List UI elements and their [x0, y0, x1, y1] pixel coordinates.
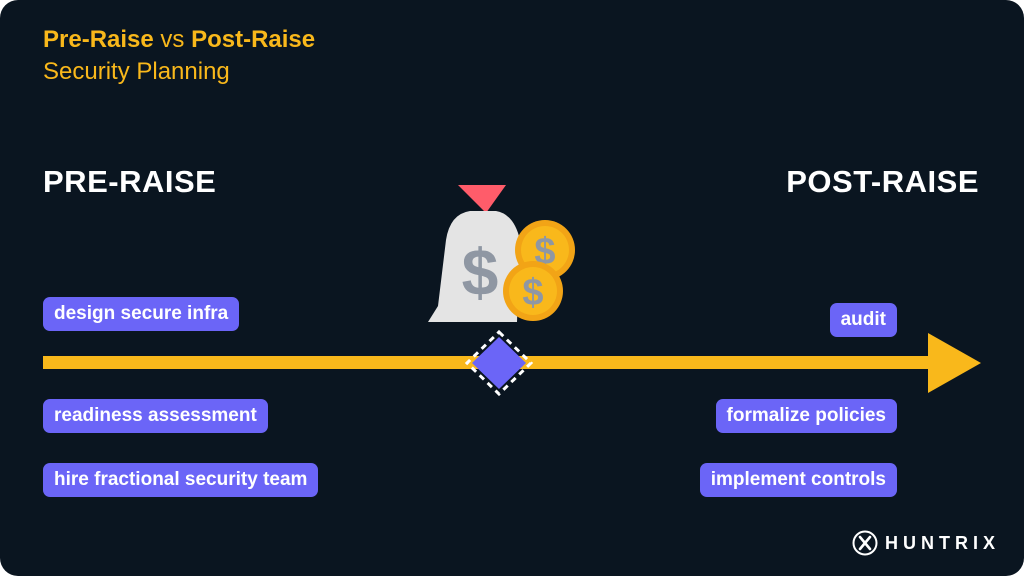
- title-line: Pre-Raise vs Post-Raise: [43, 28, 315, 52]
- money-bag-with-dollar-coins-icon: $ $ $: [428, 185, 575, 322]
- pre-raise-item: readiness assessment: [43, 399, 268, 433]
- pre-raise-item: hire fractional security team: [43, 463, 319, 497]
- title-post-raise: Post-Raise: [191, 26, 316, 53]
- huntrix-logo-icon: [852, 530, 878, 556]
- brand-logo: HUNTRIX: [852, 530, 1000, 556]
- title-pre-raise: Pre-Raise: [43, 26, 154, 53]
- page-subtitle: Security Planning: [43, 58, 230, 85]
- timeline-arrowhead: [928, 333, 981, 393]
- post-raise-item: audit: [829, 303, 897, 337]
- svg-text:$: $: [522, 272, 543, 314]
- pre-raise-heading: PRE-RAISE: [43, 164, 217, 199]
- post-raise-item: formalize policies: [715, 399, 897, 433]
- svg-text:$: $: [462, 235, 499, 309]
- diamond-milestone-icon: [464, 329, 534, 397]
- title-vs: vs: [160, 26, 185, 53]
- pre-raise-item: design secure infra: [43, 297, 240, 331]
- post-raise-heading: POST-RAISE: [786, 164, 979, 199]
- brand-name: HUNTRIX: [885, 532, 1000, 553]
- page-title: Pre-Raise vs Post-Raise Security Plannin…: [43, 28, 315, 84]
- post-raise-item: implement controls: [699, 463, 897, 497]
